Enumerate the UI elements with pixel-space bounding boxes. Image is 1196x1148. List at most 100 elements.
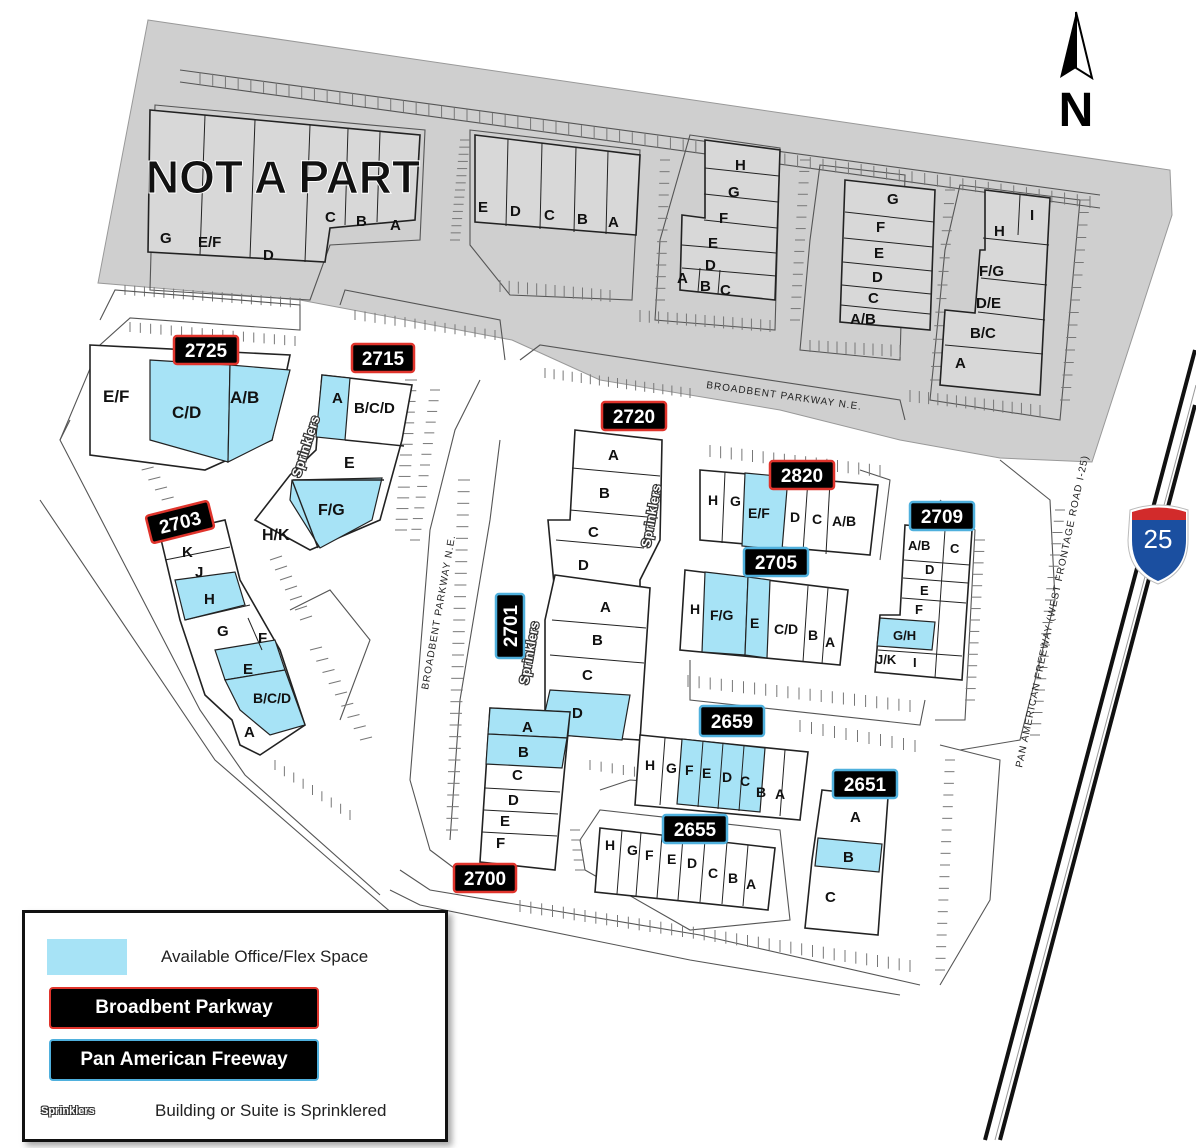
suite-label-2655-7: A	[746, 876, 756, 892]
npa-e3-suite-0: I	[1030, 207, 1034, 224]
suite-label-2709-1: C	[950, 541, 960, 556]
suite-label-2703-4: F	[258, 630, 267, 647]
tag-2709-label: 2709	[921, 507, 963, 528]
tag-2720[interactable]: 2720	[600, 400, 668, 432]
suite-labels: NOT A PART G E/F D C B A E D C B A H G F…	[103, 151, 1034, 907]
npa-e3-suite-2: F/G	[979, 263, 1004, 280]
tag-2655[interactable]: 2655	[661, 813, 729, 845]
npa-e2-suite-5: A/B	[850, 311, 876, 328]
npa-e2-suite-1: F	[876, 219, 885, 236]
legend-row-available: Available Office/Flex Space	[25, 937, 445, 981]
suite-label-2720-3: D	[578, 557, 589, 574]
building-2725	[89, 344, 291, 471]
tag-2651-label: 2651	[844, 775, 887, 796]
suite-label-2655-1: G	[627, 842, 638, 858]
suite-label-2705-1: F/G	[710, 607, 733, 623]
suite-2705-e[interactable]	[744, 576, 771, 659]
suite-2703-bcd[interactable]	[224, 669, 306, 736]
parking-stall	[141, 466, 154, 471]
tag-2655-label: 2655	[674, 820, 717, 841]
npa-w-suite-1: E/F	[198, 234, 221, 251]
tag-2720-label: 2720	[613, 407, 655, 428]
suite-2709-gh[interactable]	[876, 617, 936, 651]
suite-label-2709-3: E	[920, 583, 929, 598]
parking-stall	[274, 565, 288, 571]
suite-label-2655-0: H	[605, 837, 615, 853]
tag-2703[interactable]: 2703	[144, 500, 216, 544]
tag-2700-label: 2700	[464, 869, 506, 890]
parking-stall	[284, 585, 298, 591]
suite-2703-h[interactable]	[174, 571, 246, 621]
legend-sprinklers-mini: Sprinklers	[41, 1105, 95, 1117]
suite-2715-a[interactable]	[315, 374, 351, 441]
suite-label-2659-2: F	[685, 762, 694, 778]
suite-label-2720-1: B	[599, 485, 610, 502]
tag-2709[interactable]: 2709	[908, 500, 976, 532]
suite-label-2659-5: C	[740, 773, 750, 789]
suite-label-2655-3: E	[667, 851, 676, 867]
not-a-part-lots	[149, 69, 1101, 421]
suite-label-2705-4: B	[808, 627, 818, 643]
npa-w-suite-0: G	[160, 230, 172, 247]
tag-2725[interactable]: 2725	[172, 334, 240, 366]
freeway-lines	[983, 349, 1196, 1141]
legend-row-pan-american: Pan American Freeway	[25, 1039, 445, 1083]
npa-e1-suite-4: D	[705, 257, 716, 274]
suite-label-2700-4: E	[500, 813, 510, 830]
building-2705	[679, 569, 849, 666]
tag-2715[interactable]: 2715	[350, 342, 416, 374]
parking-stall	[294, 605, 308, 611]
building-2659	[634, 734, 809, 821]
suite-label-2703-7: A	[244, 724, 255, 741]
interstate-number: 25	[1144, 524, 1173, 554]
npa-m-suite-1: D	[510, 203, 521, 220]
parking-stall	[341, 702, 354, 707]
suite-label-2701-1: B	[592, 632, 603, 649]
tag-2820[interactable]: 2820	[768, 459, 836, 491]
suite-label-2820-0: H	[708, 492, 718, 508]
suite-label-2703-2: H	[204, 591, 215, 608]
suite-label-2659-3: E	[702, 765, 711, 781]
suite-label-2820-5: A/B	[832, 513, 856, 529]
tag-2700[interactable]: 2700	[452, 862, 518, 894]
legend: Available Office/Flex Space Broadbent Pa…	[22, 910, 448, 1142]
suite-2651-b[interactable]	[814, 837, 883, 873]
parking-stall	[328, 680, 341, 685]
suite-label-2655-2: F	[645, 847, 654, 863]
npa-w-suite-2: D	[263, 247, 274, 264]
suite-2725-ab[interactable]	[227, 364, 291, 463]
tag-2659[interactable]: 2659	[698, 704, 766, 738]
legend-available-label: Available Office/Flex Space	[161, 947, 369, 966]
suite-label-2701-2: C	[582, 667, 593, 684]
parking-stall	[289, 595, 303, 601]
npa-e2-suite-0: G	[887, 191, 899, 208]
parking-stall	[359, 736, 373, 741]
building-tags: 2725 2715 2703 2720 2701 2700 2820 2705	[144, 334, 976, 894]
npa-w-suite-4: B	[356, 213, 367, 230]
tag-2705[interactable]: 2705	[742, 546, 810, 578]
parking-stall	[148, 476, 161, 481]
suite-label-2700-3: D	[508, 792, 519, 809]
legend-available-swatch	[47, 939, 127, 975]
npa-e3-suite-4: B/C	[970, 325, 996, 342]
tag-2701[interactable]: 2701	[494, 592, 526, 660]
suite-label-2651-2: C	[825, 889, 836, 906]
suite-2700-b[interactable]	[485, 733, 568, 769]
tag-2651[interactable]: 2651	[831, 768, 899, 800]
legend-sprinklered-label: Building or Suite is Sprinklered	[155, 1101, 387, 1120]
npa-e2-suite-2: E	[874, 245, 884, 262]
suite-label-2715-3: F/G	[318, 502, 345, 519]
npa-e1-suite-7: C	[720, 282, 731, 299]
npa-w-suite-3: C	[325, 209, 336, 226]
suite-label-2651-1: B	[843, 849, 854, 866]
suite-2715-fg[interactable]	[289, 477, 383, 549]
parking-stall	[353, 725, 366, 730]
npa-e2-suite-3: D	[872, 269, 883, 286]
suite-label-2709-6: J/K	[876, 652, 897, 667]
tag-2705-label: 2705	[755, 553, 798, 574]
suite-label-2720-0: A	[608, 447, 619, 464]
parking-stall	[279, 575, 293, 581]
suite-label-2705-2: E	[750, 615, 759, 631]
npa-e1-suite-5: A	[677, 270, 688, 287]
suite-label-2709-0: A/B	[908, 538, 930, 553]
